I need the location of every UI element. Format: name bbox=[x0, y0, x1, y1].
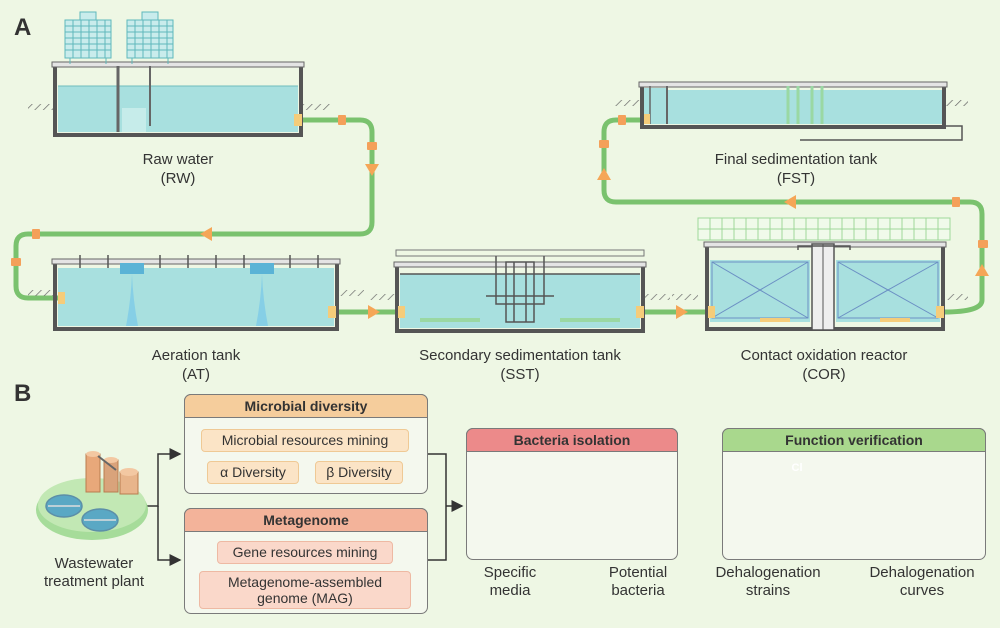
curve-green bbox=[887, 485, 959, 537]
pipe-cor-to-fst bbox=[601, 117, 985, 315]
connector bbox=[978, 240, 988, 248]
rw-cooling-towers bbox=[64, 11, 174, 64]
connector bbox=[618, 115, 626, 125]
bacterium-icon bbox=[617, 511, 656, 547]
flow-arrow-left bbox=[200, 227, 212, 241]
connector bbox=[599, 140, 609, 148]
chlorine-icon bbox=[788, 459, 806, 477]
petri-dish-icon bbox=[488, 460, 528, 500]
flow-arrows bbox=[200, 164, 989, 319]
fst-water bbox=[668, 90, 942, 124]
connector bbox=[11, 258, 21, 266]
raw-water-tank bbox=[28, 11, 330, 137]
flow-arrow-left bbox=[784, 195, 796, 209]
flow-arrow-up bbox=[975, 264, 989, 276]
flow-arrow-down bbox=[365, 164, 379, 176]
strain-bacterium-icon bbox=[744, 462, 780, 474]
rw-water bbox=[58, 86, 298, 132]
flow-arrow-up bbox=[597, 168, 611, 180]
connector bbox=[338, 115, 346, 125]
connector bbox=[367, 142, 377, 150]
connector bbox=[952, 197, 960, 207]
secondary-sedimentation-tank bbox=[370, 249, 670, 333]
pipe-connectors bbox=[11, 115, 988, 266]
wastewater-plant-icon bbox=[36, 451, 148, 540]
contact-oxidation-reactor bbox=[672, 217, 968, 331]
at-water bbox=[58, 268, 334, 326]
curve-red bbox=[887, 485, 959, 537]
connector bbox=[32, 229, 40, 239]
petri-dish-icon bbox=[488, 514, 528, 554]
pipe-rw-to-at bbox=[13, 117, 375, 301]
flask-icon bbox=[754, 503, 798, 549]
flow-arrow-right bbox=[368, 305, 380, 319]
flow-arrow-right bbox=[676, 305, 688, 319]
bacterium-icon bbox=[620, 490, 654, 502]
aeration-tank bbox=[28, 255, 364, 331]
bacterium-icon bbox=[595, 460, 654, 472]
dehalogenation-curves-plot bbox=[880, 470, 966, 546]
final-sedimentation-tank bbox=[614, 81, 968, 141]
